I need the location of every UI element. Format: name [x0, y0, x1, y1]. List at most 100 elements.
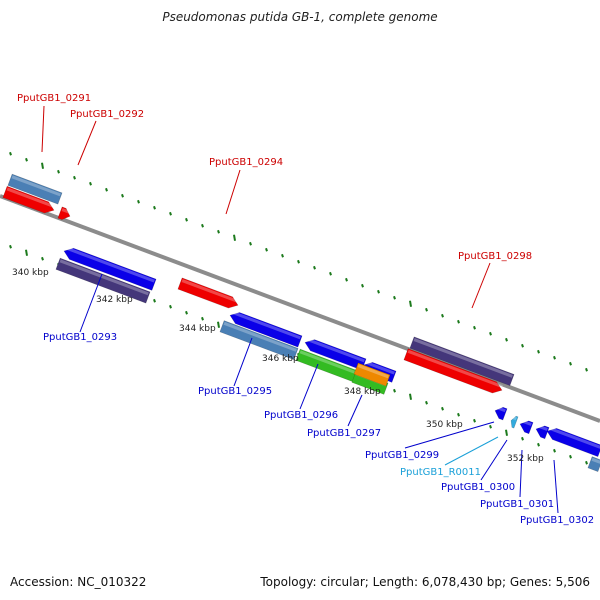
tick-mark	[137, 199, 140, 204]
tick-mark	[265, 247, 268, 252]
tick-mark	[409, 300, 412, 307]
tick-mark	[585, 367, 588, 372]
gene-highlight	[357, 364, 389, 379]
gene-feature[interactable]	[55, 257, 151, 304]
tick-mark	[505, 429, 508, 436]
gene-arrow[interactable]	[7, 173, 63, 205]
tick-mark	[521, 343, 524, 348]
label-leader-line	[404, 421, 495, 449]
gene-arrow[interactable]	[353, 362, 391, 387]
tick-mark	[9, 244, 12, 249]
gene-feature[interactable]	[518, 418, 534, 435]
gene-label[interactable]: PputGB1_0294	[209, 157, 283, 168]
label-leader-line	[444, 436, 499, 466]
tick-mark	[9, 151, 12, 156]
gene-arrow[interactable]	[403, 348, 504, 396]
tick-mark	[89, 181, 92, 186]
label-leader-line	[299, 363, 319, 410]
gene-highlight	[591, 457, 600, 464]
gene-arrow[interactable]	[228, 310, 303, 348]
gene-label[interactable]: PputGB1_0296	[264, 410, 338, 421]
gene-feature[interactable]	[587, 456, 600, 472]
gene-arrow[interactable]	[509, 415, 519, 429]
label-leader-line	[233, 337, 253, 387]
gene-feature[interactable]	[62, 245, 157, 291]
gene-highlight	[223, 321, 297, 352]
gene-label[interactable]: PputGB1_0291	[17, 93, 91, 104]
gene-feature[interactable]	[303, 337, 367, 371]
gene-feature[interactable]	[177, 277, 240, 311]
gene-arrow[interactable]	[303, 337, 367, 371]
gene-feature[interactable]	[353, 362, 391, 387]
gene-highlight	[413, 338, 513, 378]
gene-highlight	[231, 310, 301, 340]
gene-highlight	[537, 424, 548, 431]
gene-feature[interactable]	[545, 426, 600, 457]
tick-mark	[393, 295, 396, 300]
gene-feature[interactable]	[228, 310, 303, 348]
tick-mark	[41, 162, 44, 169]
tick-mark	[153, 205, 156, 210]
gene-highlight	[181, 279, 239, 304]
gene-feature[interactable]	[409, 336, 515, 386]
gene-feature[interactable]	[57, 206, 72, 222]
gene-label[interactable]: PputGB1_0299	[365, 450, 439, 461]
gene-arrow[interactable]	[518, 418, 534, 435]
gene-label[interactable]: PputGB1_0295	[198, 386, 272, 397]
tick-mark	[553, 448, 556, 453]
tick-mark	[489, 331, 492, 336]
tick-mark	[553, 355, 556, 360]
scale-label: 350 kbp	[426, 420, 463, 430]
gene-arrow[interactable]	[587, 456, 600, 472]
tick-mark	[41, 256, 44, 261]
gene-feature[interactable]	[219, 320, 299, 360]
gene-arrow[interactable]	[2, 185, 56, 216]
gene-label[interactable]: PputGB1_0298	[458, 251, 532, 262]
tick-mark	[73, 175, 76, 180]
scale-label: 340 kbp	[12, 268, 49, 278]
gene-label[interactable]: PputGB1_0302	[520, 515, 594, 526]
gene-feature[interactable]	[493, 405, 508, 421]
gene-arrow[interactable]	[219, 320, 299, 360]
gene-arrow[interactable]	[62, 245, 157, 291]
gene-label[interactable]: PputGB1_0297	[307, 428, 381, 439]
gene-label[interactable]: PputGB1_0293	[43, 332, 117, 343]
gene-feature[interactable]	[403, 348, 504, 396]
label-leader-line	[480, 439, 508, 481]
gene-arrow[interactable]	[55, 257, 151, 304]
label-leader-line	[553, 459, 559, 514]
gene-arrow[interactable]	[534, 423, 550, 440]
tick-mark	[201, 223, 204, 228]
gene-feature[interactable]	[509, 415, 519, 429]
tick-mark	[313, 265, 316, 270]
gene-arrow[interactable]	[493, 405, 508, 421]
tick-mark	[201, 316, 204, 321]
gene-feature[interactable]	[2, 185, 56, 216]
gene-label[interactable]: PputGB1_0292	[70, 109, 144, 120]
gene-arrow[interactable]	[545, 426, 600, 457]
gene-arrow[interactable]	[177, 277, 240, 311]
gene-label[interactable]: PputGB1_R0011	[400, 467, 481, 478]
label-leader-line	[79, 273, 103, 333]
gene-highlight	[65, 246, 155, 283]
gene-arrow[interactable]	[57, 206, 72, 222]
tick-mark	[121, 193, 124, 198]
gene-highlight	[59, 259, 149, 296]
gene-feature[interactable]	[534, 423, 550, 440]
tick-mark	[537, 442, 540, 447]
label-leader-line	[471, 262, 491, 309]
gene-highlight	[299, 350, 357, 375]
tick-mark	[409, 393, 412, 400]
gene-arrow[interactable]	[409, 336, 515, 386]
tick-mark	[377, 289, 380, 294]
tick-mark	[105, 187, 108, 192]
gene-label[interactable]: PputGB1_0300	[441, 482, 515, 493]
tick-mark	[425, 400, 428, 405]
gene-feature[interactable]	[7, 173, 63, 205]
tick-mark	[585, 460, 588, 465]
gene-highlight	[407, 349, 503, 389]
gene-features	[2, 173, 600, 472]
gene-label[interactable]: PputGB1_0301	[480, 499, 554, 510]
tick-mark	[473, 418, 476, 423]
